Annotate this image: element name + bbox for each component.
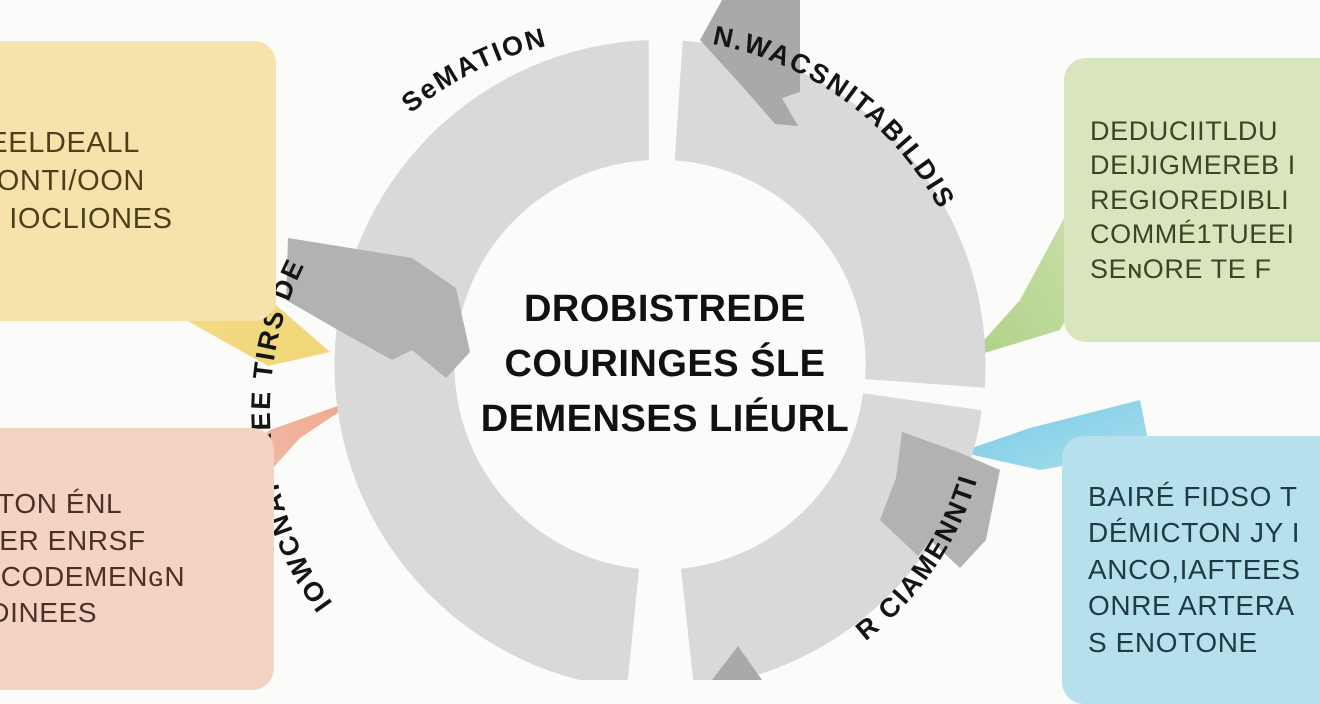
callout-top-right-line-2: DEIJIGMEREB I	[1090, 150, 1296, 181]
center-text-block: DROBISTREDE COURINGES ŚLE DEMENSES LIÉUR…	[430, 282, 900, 447]
ring-arrow-bottom	[712, 646, 762, 680]
callout-bottom-left-line-1: E TON ÉNL	[0, 488, 123, 520]
ring-arrow-left	[286, 238, 470, 378]
center-line-2: COURINGES ŚLE	[504, 343, 826, 386]
callout-bottom-left-line-3: O CODEMENɢN	[0, 561, 186, 592]
ring-arrow-right	[880, 432, 1000, 568]
callout-top-right-line-4: COMMÉ1TUEEI	[1090, 219, 1295, 250]
callout-bottom-left[interactable]: E TON ÉNL NIER ENRSF O CODEMENɢN PDINEES	[0, 428, 274, 690]
callout-bottom-right-line-2: DÉMICTON JY I	[1088, 517, 1301, 549]
callout-top-left-line-2: MONTI/OON	[0, 164, 145, 197]
callout-top-left-line-3: VI IOCLIONES	[0, 203, 173, 236]
callout-top-right-line-1: DEDUCIITLDU	[1090, 115, 1279, 146]
callout-bottom-left-line-2: NIER ENRSF	[0, 524, 146, 556]
callout-top-left-line-1: ʀEELDEALL	[0, 126, 140, 159]
callout-top-right[interactable]: DEDUCIITLDU DEIJIGMEREB I REGIOREDIBLI C…	[1064, 58, 1320, 342]
callout-top-right-line-3: REGIOREDIBLI	[1090, 184, 1290, 215]
ring-segment-bottom-left	[334, 327, 640, 680]
callout-bottom-right-line-4: ONRE ARTERA	[1088, 590, 1295, 622]
ring-segment-top-right	[674, 40, 986, 388]
callout-bottom-right-line-3: ANCO,IAFTEES	[1088, 553, 1301, 585]
ring-arrow-top	[700, 0, 800, 126]
callout-top-left[interactable]: ʀEELDEALL MONTI/OON VI IOCLIONES	[0, 41, 276, 321]
center-line-1: DROBISTREDE	[523, 288, 807, 330]
callout-bottom-left-line-4: PDINEES	[0, 597, 98, 629]
center-line-3: DEMENSES LIÉURL	[480, 398, 850, 441]
callout-top-right-line-5: SEɴORE TE F	[1090, 253, 1272, 284]
callout-bottom-right-line-1: BAIRÉ FIDSO T	[1088, 481, 1298, 513]
ring-arrows	[286, 0, 1000, 680]
callout-bottom-right[interactable]: BAIRÉ FIDSO T DÉMICTON JY I ANCO,IAFTEES…	[1062, 436, 1320, 704]
callout-bottom-right-line-5: S ENOTONE	[1088, 626, 1258, 658]
